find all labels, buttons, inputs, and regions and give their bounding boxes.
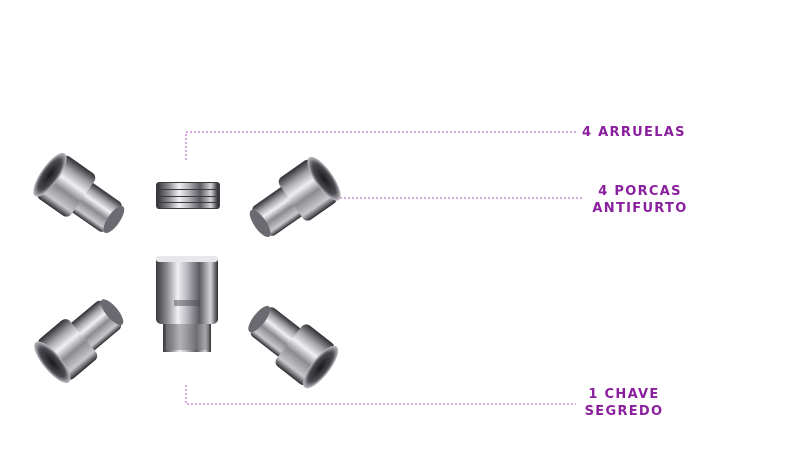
label-washers-text: 4 ARRUELAS bbox=[582, 125, 686, 140]
lock-nut-icon bbox=[33, 152, 125, 234]
label-lock-nuts: 4 PORCAS ANTIFURTO bbox=[588, 183, 692, 217]
washer-stack-icon bbox=[156, 182, 220, 209]
label-key-line1: 1 CHAVE bbox=[588, 387, 660, 402]
lock-nut-icon bbox=[248, 305, 339, 389]
label-key: 1 CHAVE SEGREDO bbox=[582, 386, 666, 420]
label-lock-nuts-line1: 4 PORCAS bbox=[598, 184, 682, 199]
label-washers: 4 ARRUELAS bbox=[582, 124, 686, 141]
lock-nut-icon bbox=[34, 299, 124, 384]
label-lock-nuts-line2: ANTIFURTO bbox=[592, 201, 688, 216]
leader-line-washers bbox=[185, 131, 576, 160]
leader-line-key bbox=[185, 385, 576, 405]
label-key-line2: SEGREDO bbox=[584, 404, 664, 419]
leader-lines bbox=[185, 131, 584, 405]
lock-nut-icon bbox=[249, 156, 341, 238]
key-socket-icon bbox=[156, 256, 218, 352]
